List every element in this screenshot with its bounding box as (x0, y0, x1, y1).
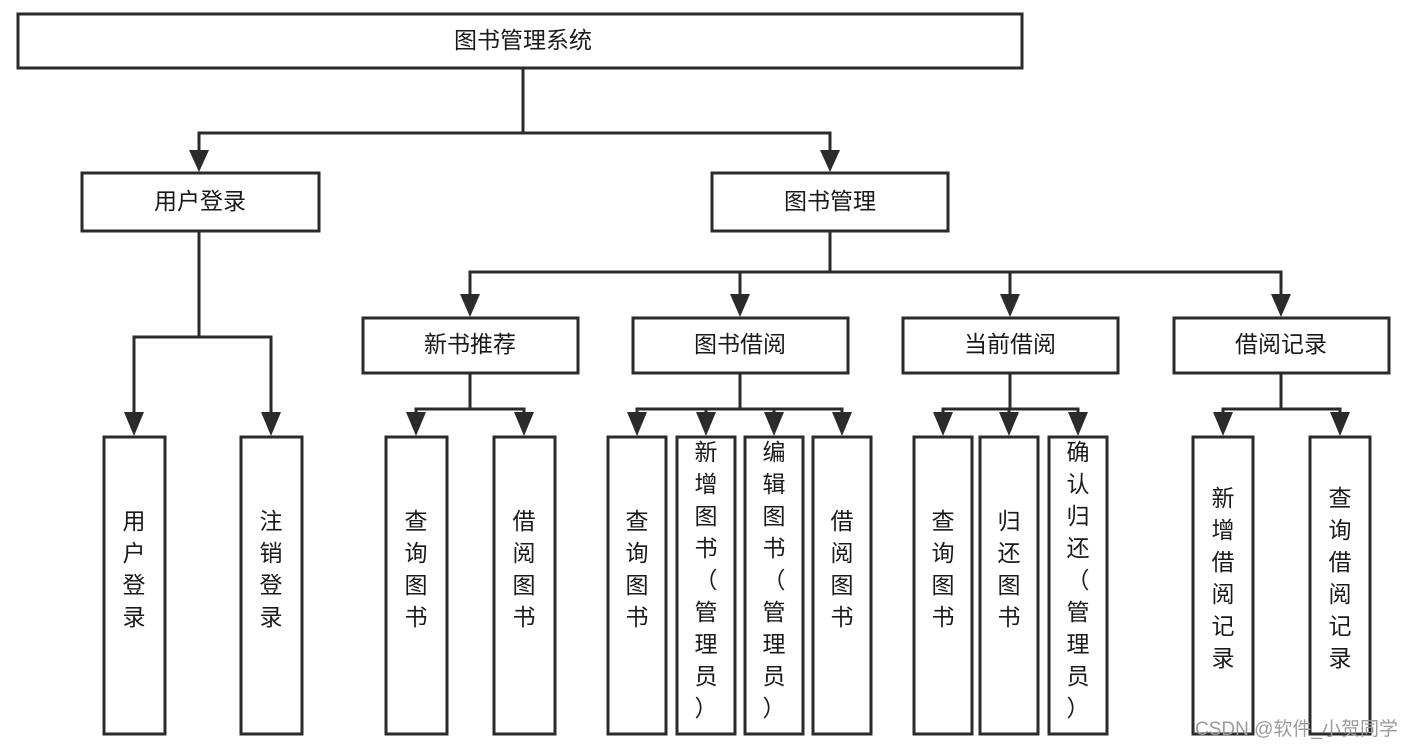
node-root[interactable]: 图书管理系统 (16, 12, 1024, 70)
arrow-head-current-borrow (1000, 294, 1020, 317)
node-leaf-query-book-2-label: 查询图书 (626, 508, 649, 630)
node-leaf-query-record-box[interactable] (1308, 435, 1372, 736)
node-leaf-query-book-1-label: 查询图书 (405, 508, 428, 630)
arrow-head-leaf-query-book-3 (933, 412, 953, 436)
node-leaf-add-record[interactable]: 新增借阅记录 (1191, 435, 1255, 736)
node-leaf-query-book-1[interactable]: 查询图书 (384, 435, 449, 736)
node-leaf-query-book-3[interactable]: 查询图书 (912, 435, 974, 736)
arrow-head-borrow-record (1271, 294, 1291, 317)
node-borrow-record-label: 借阅记录 (1235, 331, 1327, 357)
arrow-head-leaf-user-logout (261, 412, 281, 436)
arrow-head-leaf-return-book (999, 412, 1019, 436)
node-user-login-box[interactable] (80, 171, 321, 233)
connector-layer (124, 66, 1350, 436)
node-leaf-return-book-box[interactable] (978, 435, 1040, 736)
node-leaf-user-logout[interactable]: 注销登录 (239, 435, 304, 736)
arrow-head-user-login (189, 150, 209, 172)
arrow-head-leaf-edit-book (764, 412, 784, 436)
arrow-head-leaf-borrow-book-2 (832, 412, 852, 436)
arrow-head-new-book-recommend (460, 294, 480, 317)
node-leaf-add-record-box[interactable] (1191, 435, 1255, 736)
arrow-head-leaf-borrow-book-1 (514, 412, 534, 436)
node-leaf-user-logout-label: 注销登录 (260, 508, 283, 630)
arrow-head-leaf-confirm-return (1068, 412, 1088, 436)
node-leaf-borrow-book-1-box[interactable] (492, 435, 557, 736)
node-leaf-edit-book[interactable]: 编辑图书（管理员） (743, 435, 805, 736)
node-leaf-user-login[interactable]: 用户登录 (102, 435, 167, 736)
node-leaf-query-book-2[interactable]: 查询图书 (606, 435, 668, 736)
node-leaf-edit-book-label: 编辑图书（管理员） (763, 439, 786, 721)
arrow-head-leaf-add-book (696, 412, 716, 436)
node-user-login-label: 用户登录 (154, 188, 246, 214)
arrow-head-leaf-query-book-1 (406, 412, 426, 436)
node-current-borrow-label: 当前借阅 (964, 331, 1056, 357)
node-new-book-recommend-box[interactable] (361, 316, 580, 375)
node-new-book-recommend[interactable]: 新书推荐 (361, 316, 580, 375)
node-book-management-box[interactable] (710, 171, 950, 233)
node-leaf-confirm-return-box[interactable] (1047, 435, 1109, 736)
node-leaf-add-book[interactable]: 新增图书（管理员） (675, 435, 737, 736)
node-leaf-borrow-book-2[interactable]: 借阅图书 (811, 435, 873, 736)
watermark-label: CSDN @软件_小贺同学 (1195, 718, 1398, 740)
node-book-borrow-box[interactable] (631, 316, 850, 375)
node-leaf-borrow-book-1[interactable]: 借阅图书 (492, 435, 557, 736)
node-new-book-recommend-label: 新书推荐 (424, 331, 516, 357)
arrow-head-leaf-query-record (1330, 412, 1350, 436)
arrow-head-book-management (820, 150, 840, 172)
node-leaf-query-record-label: 查询借阅记录 (1329, 485, 1352, 671)
arrow-head-book-borrow (730, 294, 750, 317)
node-leaf-add-record-label: 新增借阅记录 (1212, 485, 1235, 671)
node-leaf-add-book-label: 新增图书（管理员） (695, 439, 718, 721)
node-book-management-label: 图书管理 (784, 188, 876, 214)
node-user-login[interactable]: 用户登录 (80, 171, 321, 233)
node-leaf-query-book-1-box[interactable] (384, 435, 449, 736)
node-book-borrow-label: 图书借阅 (694, 331, 786, 357)
node-leaf-return-book-label: 归还图书 (998, 508, 1021, 630)
node-leaf-borrow-book-2-label: 借阅图书 (831, 508, 854, 630)
node-leaf-edit-book-box[interactable] (743, 435, 805, 736)
node-leaf-borrow-book-2-box[interactable] (811, 435, 873, 736)
node-borrow-record-box[interactable] (1172, 316, 1391, 375)
node-current-borrow[interactable]: 当前借阅 (901, 316, 1120, 375)
node-leaf-query-record[interactable]: 查询借阅记录 (1308, 435, 1372, 736)
node-leaf-query-book-2-box[interactable] (606, 435, 668, 736)
arrow-head-leaf-user-login (124, 412, 144, 436)
node-book-management[interactable]: 图书管理 (710, 171, 950, 233)
node-root-box[interactable] (16, 12, 1024, 70)
node-leaf-confirm-return-label: 确认归还（管理员） (1067, 439, 1090, 721)
node-leaf-add-book-box[interactable] (675, 435, 737, 736)
node-leaf-return-book[interactable]: 归还图书 (978, 435, 1040, 736)
node-leaf-query-book-3-box[interactable] (912, 435, 974, 736)
node-book-borrow[interactable]: 图书借阅 (631, 316, 850, 375)
node-leaf-confirm-return[interactable]: 确认归还（管理员） (1047, 435, 1109, 736)
node-leaf-user-login-box[interactable] (102, 435, 167, 736)
node-leaf-user-login-label: 用户登录 (123, 508, 146, 630)
node-root-label: 图书管理系统 (454, 27, 592, 53)
arrow-head-leaf-add-record (1213, 412, 1233, 436)
node-leaf-borrow-book-1-label: 借阅图书 (513, 508, 536, 630)
node-leaf-user-logout-box[interactable] (239, 435, 304, 736)
node-leaf-query-book-3-label: 查询图书 (932, 508, 955, 630)
node-current-borrow-box[interactable] (901, 316, 1120, 375)
arrow-head-leaf-query-book-2 (627, 412, 647, 436)
node-borrow-record[interactable]: 借阅记录 (1172, 316, 1391, 375)
